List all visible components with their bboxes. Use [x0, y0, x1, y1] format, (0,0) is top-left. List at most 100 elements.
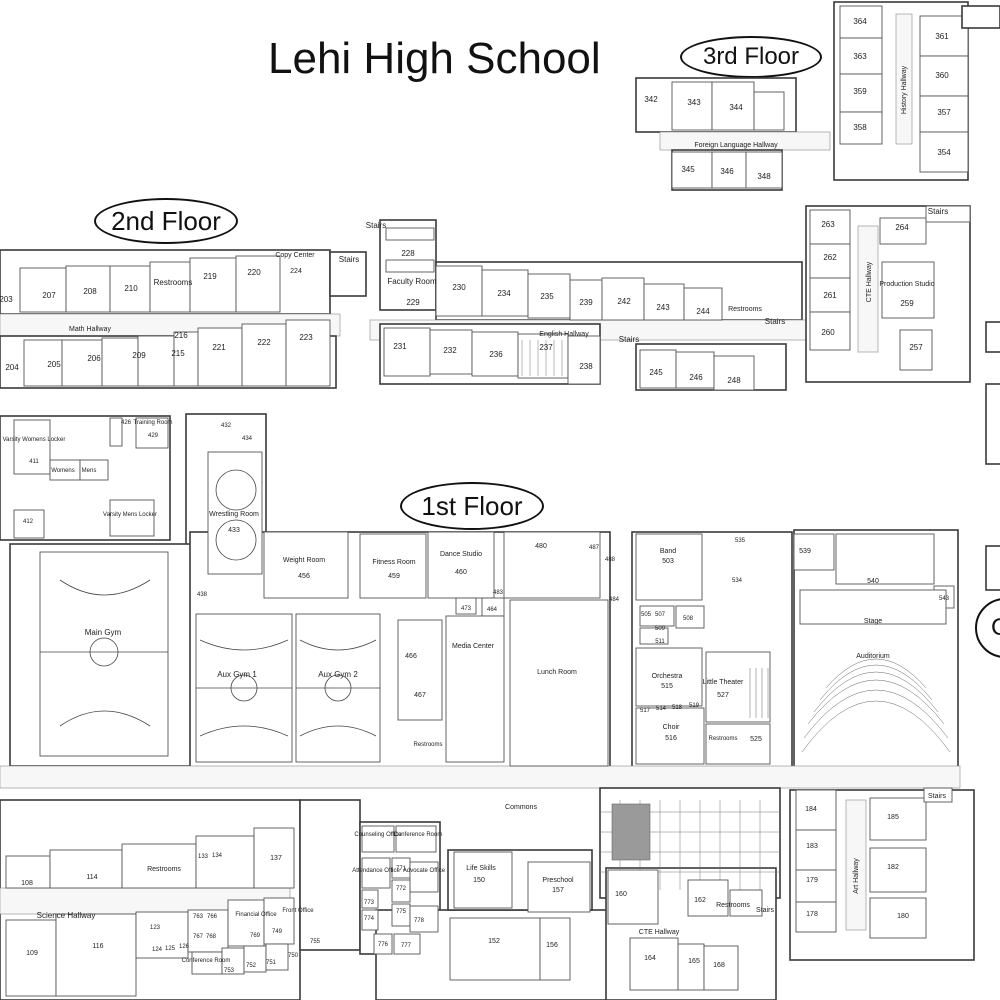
stairs-2nd-english-label: Stairs [619, 335, 639, 344]
first-floor-bottom-room-outlines [5, 787, 953, 997]
restrooms-1st-arts-label: Restrooms [708, 736, 737, 742]
womens-label: Womens [51, 468, 75, 474]
weight-room-label: Weight Room [283, 557, 325, 564]
faculty-room-label: Faculty Room [387, 277, 437, 286]
little-theater-seating [749, 668, 769, 718]
room-749: 749 [272, 929, 283, 935]
room-210: 210 [124, 284, 138, 293]
room-221: 221 [212, 343, 226, 352]
room-165: 165 [688, 958, 700, 965]
map-title: Lehi High School [268, 34, 601, 83]
media-center-label: Media Center [452, 643, 495, 650]
room-108: 108 [21, 880, 33, 887]
room-235: 235 [540, 292, 554, 301]
room-487: 487 [589, 545, 600, 551]
lunch-room-label: Lunch Room [537, 669, 577, 676]
choir-label: Choir [663, 724, 680, 731]
room-364: 364 [853, 17, 867, 26]
room-460: 460 [455, 569, 467, 576]
room-434: 434 [242, 436, 253, 442]
room-359: 359 [853, 87, 867, 96]
room-540: 540 [867, 578, 879, 585]
room-157: 157 [552, 887, 564, 894]
room-773: 773 [364, 900, 375, 906]
room-543: 543 [939, 596, 950, 602]
commons-label: Commons [505, 804, 537, 811]
room-238: 238 [579, 362, 593, 371]
room-363: 363 [853, 52, 867, 61]
restrooms-1st-center-label: Restrooms [413, 742, 442, 748]
room-248: 248 [727, 376, 741, 385]
room-515: 515 [661, 683, 673, 690]
stage-label: Stage [864, 618, 882, 625]
room-348: 348 [757, 172, 771, 181]
room-517: 517 [640, 708, 651, 714]
room-203: 203 [0, 295, 13, 304]
room-774: 774 [364, 916, 375, 922]
attendance-office-label: Attendance Office [352, 868, 400, 874]
conference-room-small-label: Conference Room [182, 958, 231, 964]
room-753: 753 [224, 968, 235, 974]
room-775: 775 [396, 909, 407, 915]
production-studio-label: Production Studio [879, 281, 934, 288]
room-114: 114 [86, 874, 97, 881]
auditorium-seating [801, 658, 951, 753]
room-358: 358 [853, 123, 867, 132]
room-245: 245 [649, 368, 663, 377]
room-771: 771 [396, 866, 407, 872]
cte-hallway-2nd-label: CTE Hallway [866, 261, 873, 302]
restrooms-science-label: Restrooms [147, 866, 181, 873]
english-hallway-label: English Hallway [539, 331, 589, 338]
room-511: 511 [655, 639, 665, 645]
training-room-label: Training Room [133, 420, 172, 426]
front-lobby [299, 799, 361, 951]
room-164: 164 [644, 955, 656, 962]
room-432: 432 [221, 423, 232, 429]
aux-gym-1-label: Aux Gym 1 [217, 670, 257, 679]
auditorium-label: Auditorium [856, 653, 890, 660]
room-134: 134 [212, 853, 223, 859]
room-219: 219 [203, 272, 217, 281]
room-412: 412 [23, 519, 34, 525]
main-gym-label: Main Gym [85, 628, 122, 637]
room-160: 160 [615, 891, 627, 898]
room-180: 180 [897, 913, 909, 920]
room-264: 264 [895, 223, 909, 232]
room-466: 466 [405, 653, 417, 660]
room-215: 215 [171, 349, 185, 358]
floor-label-2nd: 2nd Floor [94, 198, 238, 244]
room-438: 438 [197, 592, 208, 598]
room-357: 357 [937, 108, 951, 117]
science-hallway-label: Science Hallway [37, 911, 96, 920]
second-floor: 203 207 208 210 219 220 204 205 206 209 … [0, 205, 971, 391]
room-244: 244 [696, 307, 710, 316]
main-corridor [0, 765, 961, 789]
room-126: 126 [179, 944, 190, 950]
room-261: 261 [823, 291, 837, 300]
room-150: 150 [473, 877, 485, 884]
room-262: 262 [823, 253, 837, 262]
room-534: 534 [732, 578, 743, 584]
room-237: 237 [539, 343, 553, 352]
stairs-art-label: Stairs [928, 793, 946, 800]
room-768: 768 [206, 934, 217, 940]
math-hallway-label: Math Hallway [69, 326, 112, 333]
room-232: 232 [443, 346, 457, 355]
room-207: 207 [42, 291, 56, 300]
varsity-mens-locker-label: Varsity Mens Locker [103, 512, 157, 518]
room-752: 752 [246, 963, 257, 969]
room-507: 507 [655, 612, 666, 618]
room-429: 429 [148, 433, 159, 439]
room-411: 411 [29, 459, 39, 465]
room-234: 234 [497, 289, 511, 298]
room-514: 514 [656, 706, 667, 712]
mens-label: Mens [82, 468, 97, 474]
restrooms-2nd-west-label: Restrooms [154, 278, 193, 287]
stairs-2nd-east-label: Stairs [765, 317, 785, 326]
room-750: 750 [288, 953, 299, 959]
room-344: 344 [729, 103, 743, 112]
room-162: 162 [694, 897, 706, 904]
room-343: 343 [687, 98, 701, 107]
english-hall-stair-lines [521, 340, 563, 376]
